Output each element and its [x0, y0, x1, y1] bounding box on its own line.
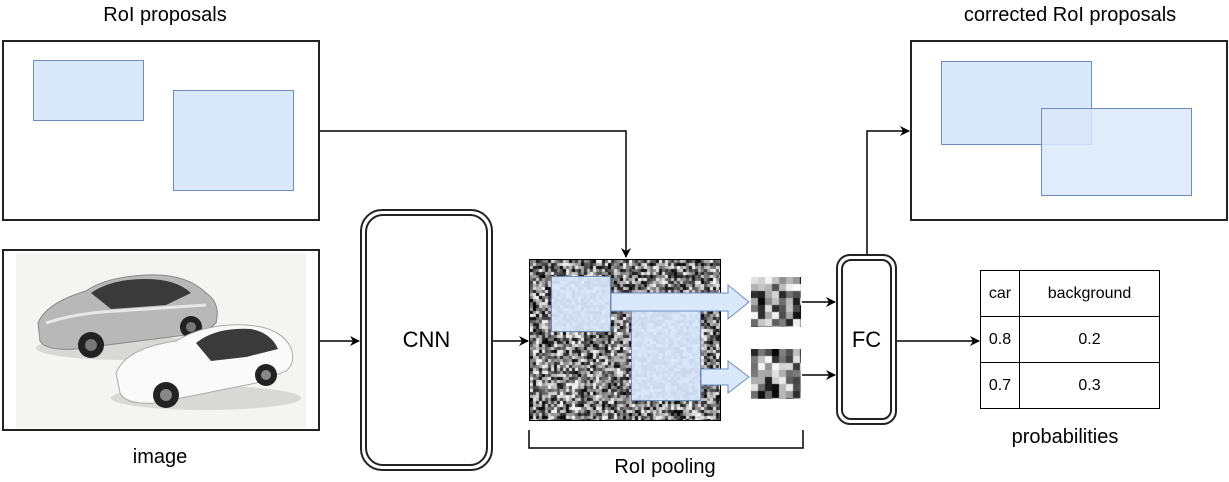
photo-of-cars-icon — [16, 253, 306, 428]
probabilities-table: car background 0.8 0.2 0.7 0.3 — [980, 270, 1160, 409]
pooled-feature-2 — [751, 349, 801, 399]
probabilities-caption: probabilities — [1011, 426, 1119, 448]
corrected-roi-proposals-title: corrected RoI proposals — [963, 4, 1177, 26]
table-row: 0.7 0.3 — [980, 362, 1160, 409]
roi-pooling-bracket — [528, 430, 804, 449]
roi-proposal-box-1 — [33, 60, 144, 121]
header-background: background — [1019, 270, 1160, 317]
cell-car: 0.7 — [980, 362, 1020, 409]
table-header-row: car background — [980, 270, 1160, 317]
fc-block: FC — [836, 254, 897, 425]
cell-background: 0.3 — [1019, 362, 1160, 409]
cnn-block: CNN — [360, 209, 493, 471]
table-row: 0.8 0.2 — [980, 316, 1160, 363]
cnn-label: CNN — [365, 214, 488, 466]
roi-pooling-caption: RoI pooling — [614, 456, 716, 478]
feature-map-roi-2 — [631, 308, 701, 401]
image-caption: image — [132, 446, 188, 468]
feature-map-roi-1 — [551, 276, 611, 332]
cell-background: 0.2 — [1019, 316, 1160, 363]
fc-label: FC — [841, 259, 892, 420]
arrow-fc-to-corrected — [866, 126, 910, 254]
pooled-feature-1 — [751, 277, 801, 327]
header-car: car — [980, 270, 1020, 317]
cell-car: 0.8 — [980, 316, 1020, 363]
corrected-roi-proposals-panel — [910, 40, 1228, 221]
roi-proposal-box-2 — [173, 90, 294, 191]
input-image-panel — [2, 249, 320, 431]
roi-proposals-panel — [2, 40, 320, 221]
roi-proposals-title: RoI proposals — [103, 4, 227, 26]
corrected-roi-box-2 — [1041, 108, 1192, 196]
